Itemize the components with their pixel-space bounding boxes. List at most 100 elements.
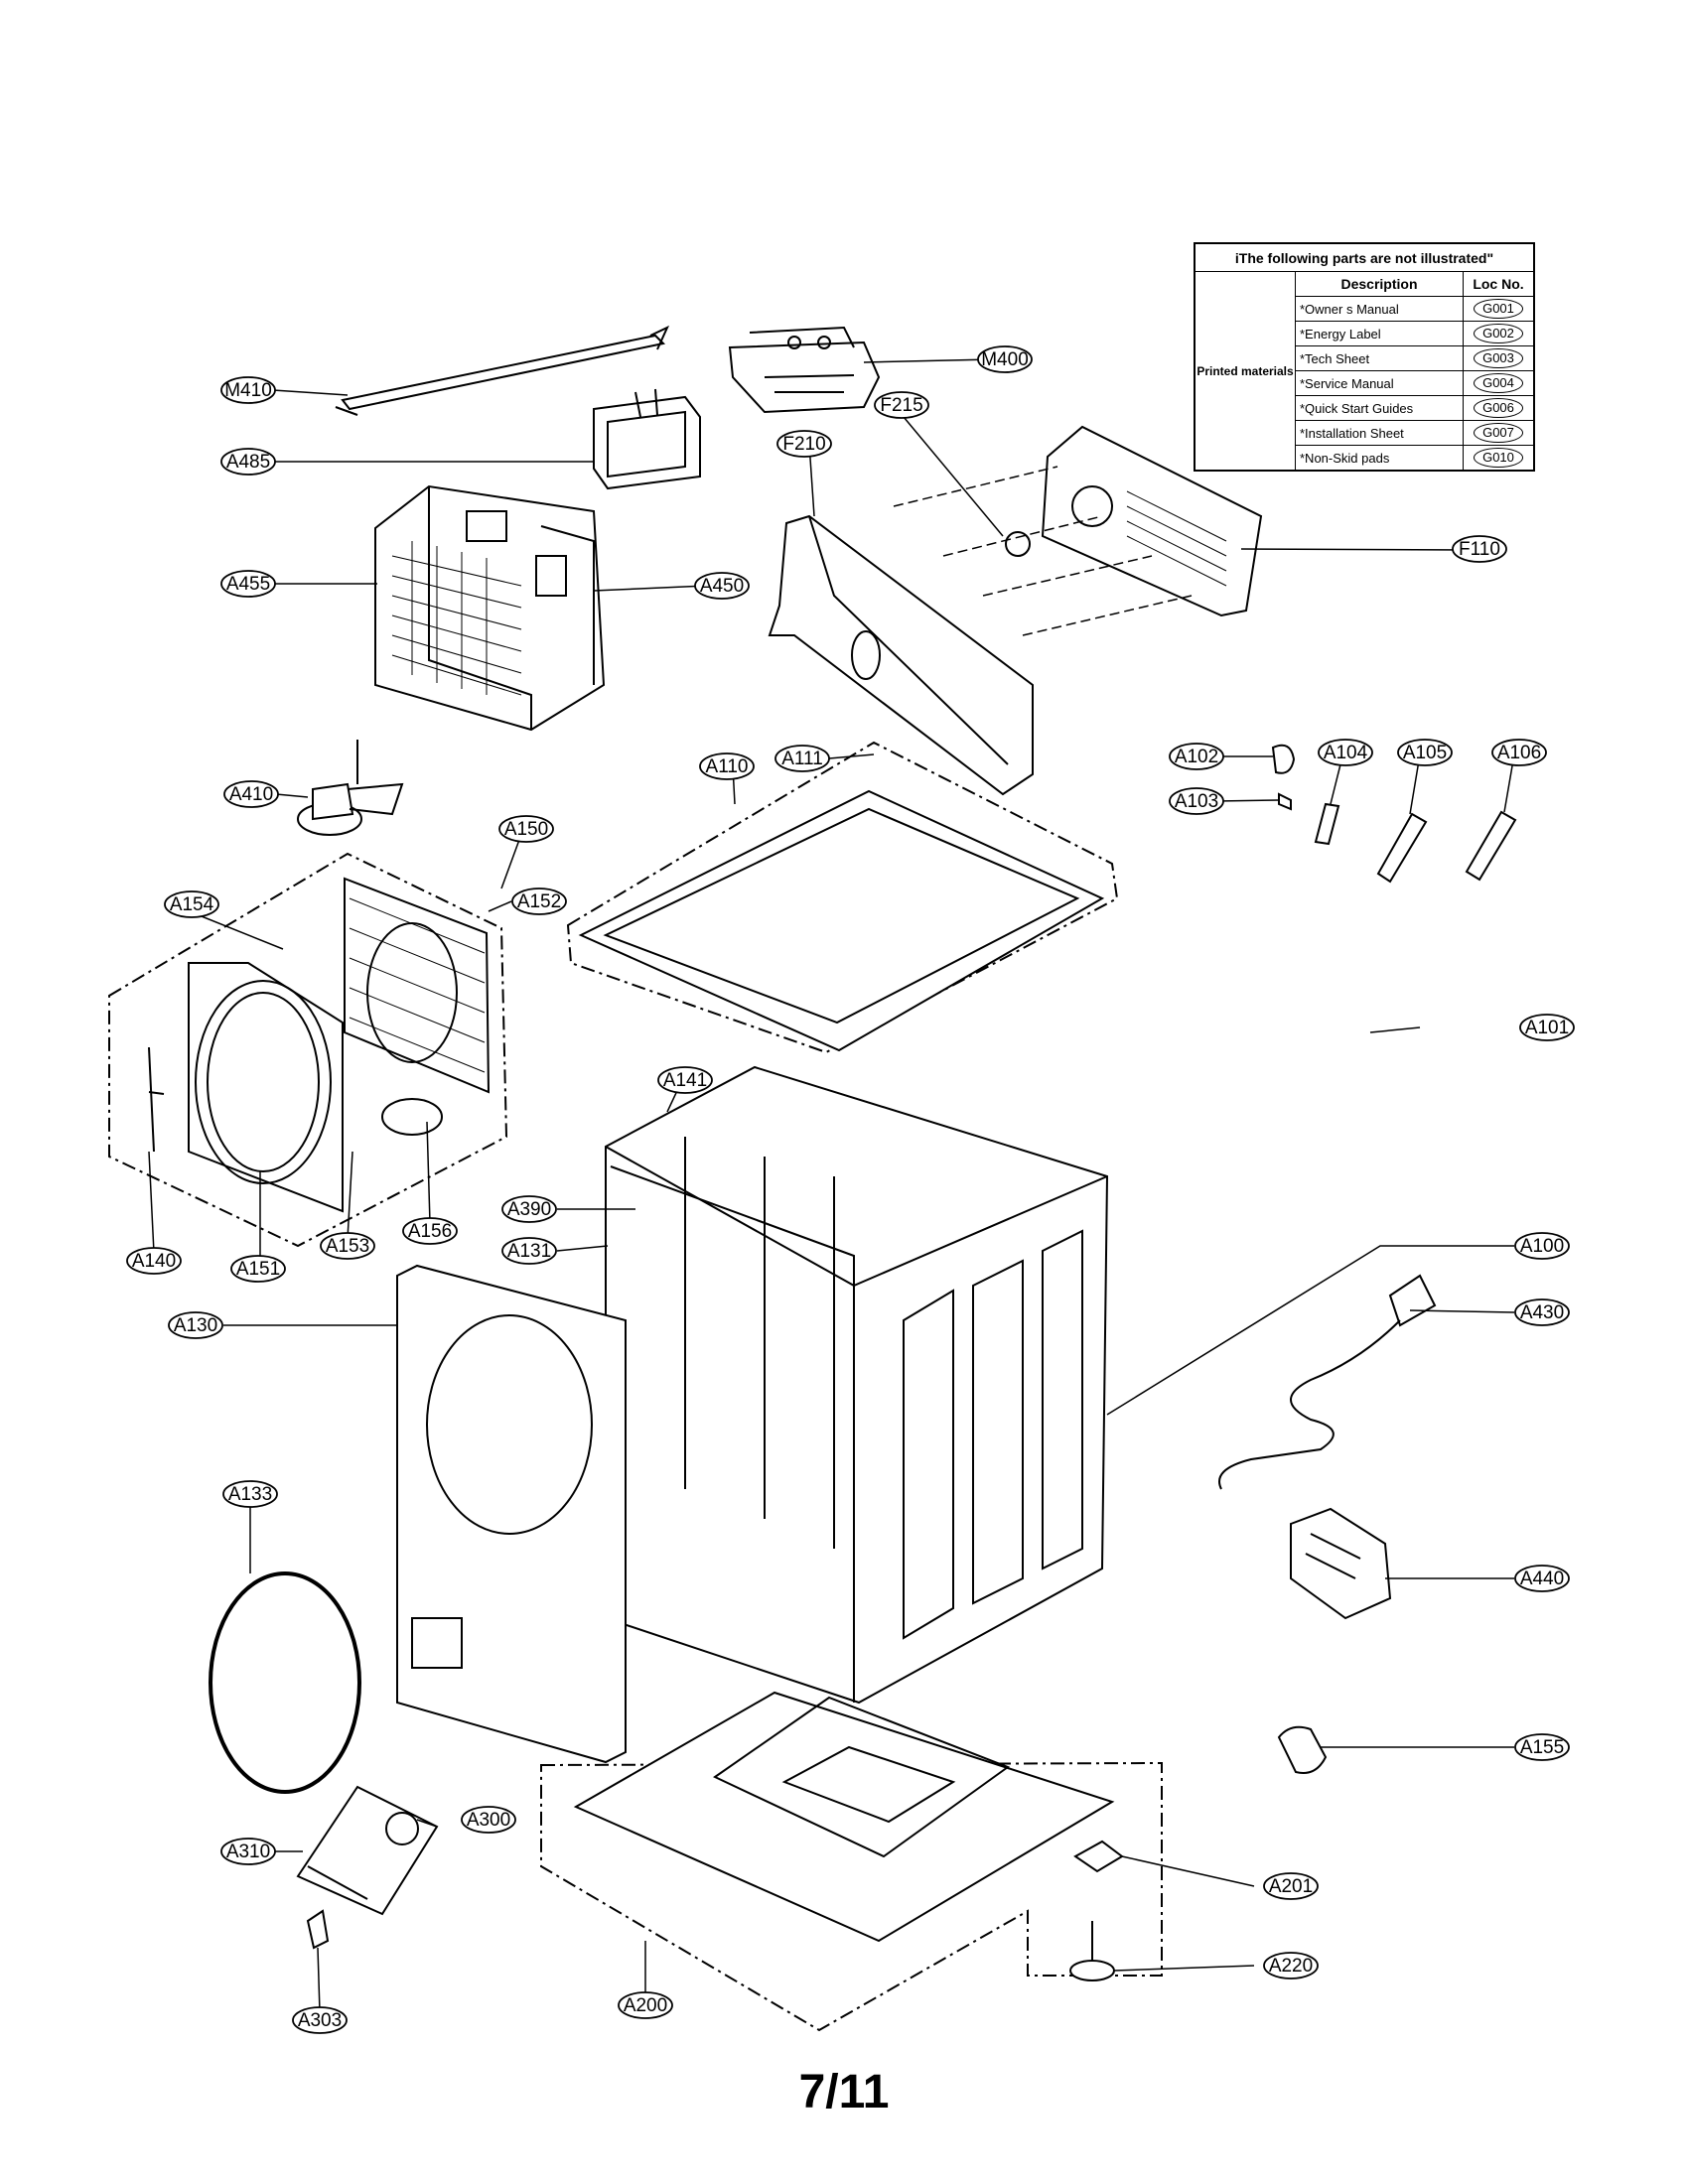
callout-oval <box>501 1195 557 1223</box>
not-illustrated-parts-table: iThe following parts are not illustrated… <box>1194 242 1535 472</box>
table-cell-description: *Installation Sheet <box>1295 420 1464 446</box>
callout-oval <box>776 430 832 458</box>
table-cell-description: *Tech Sheet <box>1295 345 1464 371</box>
callout-text: A133 <box>228 1484 272 1505</box>
table-cell-description: *Quick Start Guides <box>1295 395 1464 421</box>
callout-a103: A103 <box>1169 787 1224 815</box>
callout-text: A300 <box>467 1810 510 1831</box>
callout-text: A455 <box>226 574 270 595</box>
callout-a140: A140 <box>126 1247 182 1275</box>
callout-text: A150 <box>504 819 548 840</box>
callout-text: A155 <box>1520 1737 1564 1758</box>
callout-oval <box>874 391 929 419</box>
callout-text: F215 <box>880 395 922 416</box>
callout-text: A106 <box>1497 743 1541 763</box>
loc-number-badge: G004 <box>1474 373 1523 393</box>
callout-oval <box>1519 1014 1575 1041</box>
table-row: *Service Manual G004 <box>1195 370 1535 396</box>
callout-oval <box>222 1480 278 1508</box>
callout-a220: A220 <box>1263 1952 1319 1979</box>
part-drawings <box>108 325 1517 2032</box>
callout-a110: A110 <box>699 752 755 780</box>
callout-a390: A390 <box>501 1195 557 1223</box>
callout-a133: A133 <box>222 1480 278 1508</box>
callout-oval <box>618 1991 673 2019</box>
base-a200 <box>573 1691 1115 1943</box>
leader-lines <box>148 358 1515 2013</box>
callout-oval <box>1514 1232 1570 1260</box>
callout-a106: A106 <box>1491 739 1547 766</box>
callout-a151: A151 <box>230 1255 286 1283</box>
cabinet-a100 <box>605 1065 1109 1705</box>
callout-text: A102 <box>1175 747 1218 767</box>
callout-a201: A201 <box>1263 1872 1319 1900</box>
callout-text: A111 <box>781 749 823 769</box>
callout-text: A310 <box>226 1842 270 1862</box>
callout-a100: A100 <box>1514 1232 1570 1260</box>
table-category: Printed materials <box>1194 271 1296 472</box>
control-pcb-f110 <box>1041 425 1263 617</box>
callout-a310: A310 <box>220 1838 276 1865</box>
bracket-a201 <box>1073 1840 1124 1873</box>
latch-a156 <box>381 1098 443 1136</box>
callout-text: A110 <box>706 756 749 777</box>
callout-oval <box>1514 1733 1570 1761</box>
callout-f110: F110 <box>1452 535 1507 563</box>
callout-text: M410 <box>224 380 272 401</box>
table-cell-loc: G007 <box>1463 420 1535 446</box>
callout-m410: M410 <box>220 376 276 404</box>
callout-oval <box>498 815 554 843</box>
callout-a430: A430 <box>1514 1298 1570 1326</box>
table-cell-description: *Owner s Manual <box>1295 296 1464 322</box>
callout-text: A101 <box>1525 1018 1569 1038</box>
callout-a200: A200 <box>618 1991 673 2019</box>
callout-a105: A105 <box>1397 739 1453 766</box>
callout-a130: A130 <box>168 1311 223 1339</box>
callout-a104: A104 <box>1318 739 1373 766</box>
callout-text: F110 <box>1459 539 1500 560</box>
callout-text: A303 <box>298 2010 342 2031</box>
callout-f210: F210 <box>776 430 832 458</box>
callout-a152: A152 <box>511 887 567 915</box>
callout-oval <box>320 1232 375 1260</box>
gasket-a133 <box>209 1571 361 1794</box>
callout-a150: A150 <box>498 815 554 843</box>
table-title: iThe following parts are not illustrated… <box>1194 242 1535 272</box>
callout-oval <box>402 1217 458 1245</box>
callout-oval <box>1491 739 1547 766</box>
callout-oval <box>1514 1298 1570 1326</box>
callout-f215: F215 <box>874 391 929 419</box>
callout-text: A140 <box>132 1251 176 1272</box>
table-header-loc: Loc No. <box>1463 271 1535 297</box>
knob-f215 <box>1005 531 1031 557</box>
callout-oval <box>977 345 1033 373</box>
loc-number-badge: G006 <box>1474 398 1523 418</box>
callout-oval <box>461 1806 516 1834</box>
callout-a141: A141 <box>657 1066 713 1094</box>
callout-a156: A156 <box>402 1217 458 1245</box>
callout-oval <box>220 570 276 598</box>
loc-number-badge: G010 <box>1474 448 1523 468</box>
callout-oval <box>1263 1952 1319 1979</box>
callout-a303: A303 <box>292 2006 348 2034</box>
base-boundary <box>540 1761 1163 2032</box>
small-parts-group <box>1271 744 1517 884</box>
filter-cover-a300 <box>296 1785 439 1916</box>
callout-a440: A440 <box>1514 1565 1570 1592</box>
table-header-description: Description <box>1295 271 1464 297</box>
callout-a131: A131 <box>501 1237 557 1265</box>
pad-a155 <box>1277 1725 1328 1774</box>
callout-text: A200 <box>624 1995 667 2016</box>
table-cell-description: *Service Manual <box>1295 370 1464 396</box>
door-assembly-boundary <box>108 852 508 1248</box>
pump-m400 <box>728 326 881 414</box>
screw-a303 <box>306 1909 330 1950</box>
callout-oval <box>1514 1565 1570 1592</box>
callout-text: A100 <box>1520 1236 1564 1257</box>
table-cell-description: *Non-Skid pads <box>1295 445 1464 472</box>
hinge-a140 <box>148 1046 165 1153</box>
callout-text: A201 <box>1269 1876 1313 1897</box>
